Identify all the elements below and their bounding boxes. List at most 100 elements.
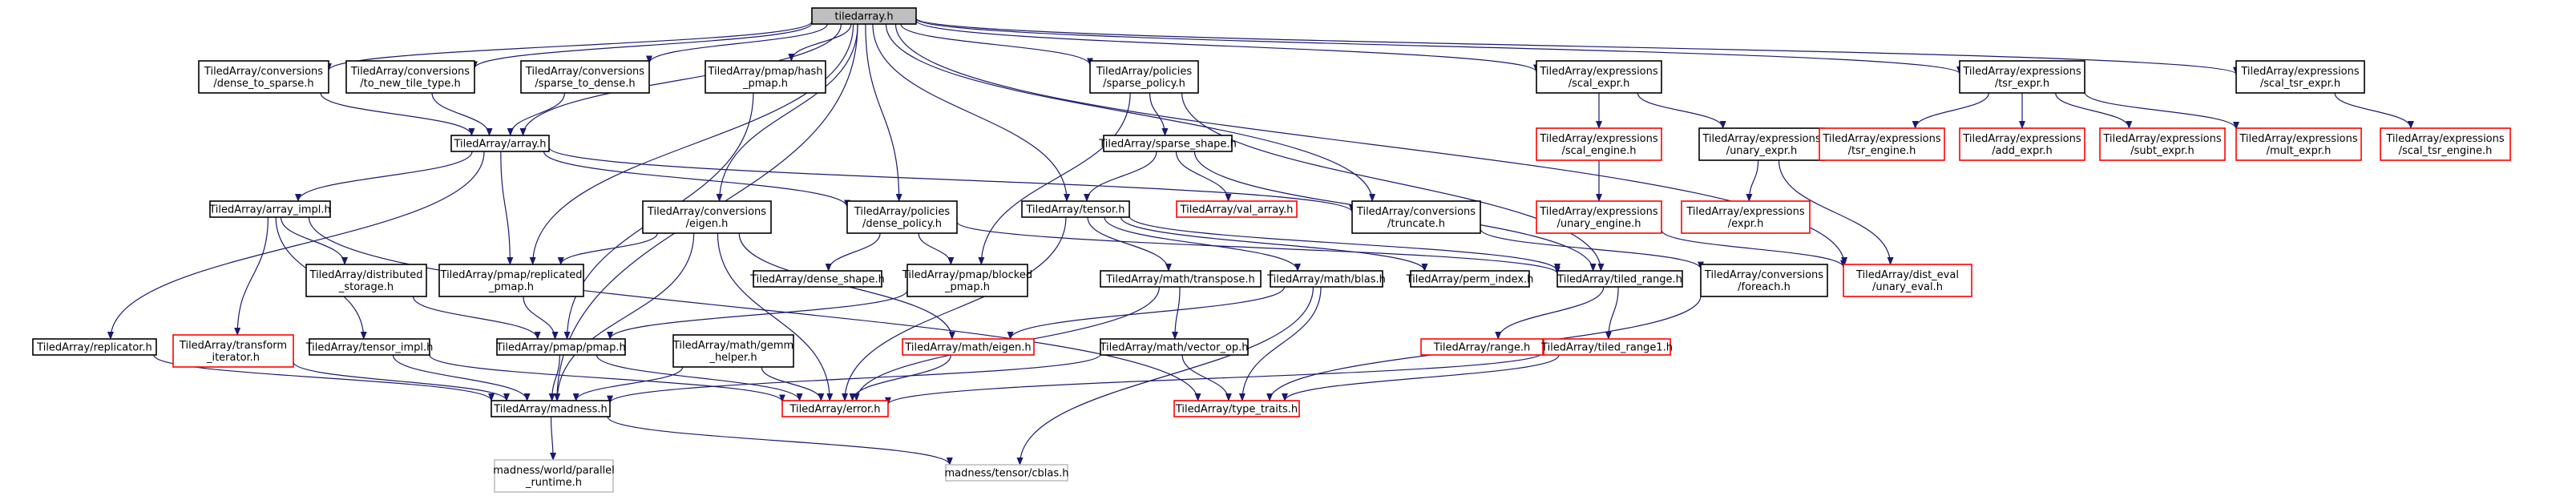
node-label-line: /scal_tsr_engine.h bbox=[2399, 145, 2493, 157]
node-label-line: TiledArray/error.h bbox=[789, 404, 880, 416]
node-box bbox=[2235, 127, 2362, 161]
node-box bbox=[450, 135, 550, 152]
edge-root-to-hash_pmap bbox=[788, 23, 852, 62]
node-label-line: TiledArray/math/transpose.h bbox=[1105, 274, 1255, 286]
node-world_parallel: madness/world/parallel_runtime.h bbox=[493, 459, 615, 493]
node-label-line: TiledArray/perm_index.h bbox=[1406, 274, 1534, 286]
edge-math_blas-to-math_eigen bbox=[1007, 286, 1286, 340]
node-tiled_range1[interactable]: TiledArray/tiled_range1.h bbox=[1540, 338, 1673, 356]
node-conv_foreach[interactable]: TiledArray/conversions/foreach.h bbox=[1700, 264, 1828, 297]
node-box bbox=[705, 60, 826, 94]
node-unary_engine[interactable]: TiledArray/expressions/unary_engine.h bbox=[1536, 200, 1662, 234]
node-unary_expr[interactable]: TiledArray/expressions/unary_expr.h bbox=[1698, 127, 1825, 161]
node-perm_index[interactable]: TiledArray/perm_index.h bbox=[1406, 270, 1534, 288]
edge-madness-to-cblas bbox=[607, 416, 953, 466]
node-repl_pmap[interactable]: TiledArray/pmap/replicated_pmap.h bbox=[438, 264, 584, 297]
node-label-line: TiledArray/math/eigen.h bbox=[904, 342, 1031, 354]
node-conv_d2s[interactable]: TiledArray/conversions/dense_to_sparse.h bbox=[198, 60, 329, 94]
node-label-line: TiledArray/type_traits.h bbox=[1175, 404, 1298, 416]
edge-conv_d2s-to-array bbox=[320, 92, 475, 136]
node-scal_expr[interactable]: TiledArray/expressions/scal_expr.h bbox=[1536, 60, 1662, 94]
node-box bbox=[1100, 338, 1249, 356]
node-hash_pmap[interactable]: TiledArray/pmap/hash_pmap.h bbox=[705, 60, 826, 94]
node-scal_tsr_engine[interactable]: TiledArray/expressions/scal_tsr_engine.h bbox=[2380, 127, 2511, 161]
node-blocked_pmap[interactable]: TiledArray/pmap/blocked_pmap.h bbox=[902, 264, 1032, 297]
node-tiled_range[interactable]: TiledArray/tiled_range.h bbox=[1557, 270, 1683, 288]
node-box bbox=[209, 200, 331, 218]
node-box bbox=[1089, 60, 1199, 94]
node-label-line: TiledArray/policies bbox=[1096, 66, 1193, 78]
node-box bbox=[198, 60, 329, 94]
node-conv_truncate[interactable]: TiledArray/conversions/truncate.h bbox=[1351, 200, 1481, 234]
node-add_expr[interactable]: TiledArray/expressions/add_expr.h bbox=[1959, 127, 2085, 161]
edge-array_impl-to-type_traits bbox=[308, 216, 1201, 401]
edge-math_transpose-to-vector_op bbox=[1171, 286, 1181, 340]
edge-scal_expr-to-unary_expr bbox=[1637, 92, 1726, 129]
node-dist_eval[interactable]: TiledArray/dist_eval/unary_eval.h bbox=[1843, 264, 1972, 297]
node-label-line: /scal_expr.h bbox=[1569, 78, 1630, 90]
node-label-line: /truncate.h bbox=[1387, 218, 1445, 230]
node-tsr_expr[interactable]: TiledArray/expressions/tsr_expr.h bbox=[1959, 60, 2085, 94]
node-error[interactable]: TiledArray/error.h bbox=[781, 400, 889, 417]
node-box bbox=[305, 264, 427, 297]
node-label-line: /tsr_engine.h bbox=[1848, 145, 1916, 157]
edge-unary_expr-to-dist_eval bbox=[1778, 159, 1894, 265]
node-math_blas[interactable]: TiledArray/math/blas.h bbox=[1266, 270, 1386, 288]
edge-tsr_expr-to-tsr_engine bbox=[1912, 92, 1989, 129]
edge-gemm_helper-to-error bbox=[761, 366, 825, 401]
node-replicator[interactable]: TiledArray/replicator.h bbox=[32, 338, 157, 356]
node-conv_eigen[interactable]: TiledArray/conversions/eigen.h bbox=[642, 200, 772, 234]
node-label-line: TiledArray/expressions bbox=[2239, 133, 2358, 145]
node-box bbox=[32, 338, 157, 356]
edge-root-to-tensor bbox=[872, 23, 1071, 202]
node-math_transpose[interactable]: TiledArray/math/transpose.h bbox=[1100, 270, 1262, 288]
node-box bbox=[1173, 400, 1300, 417]
node-tensor[interactable]: TiledArray/tensor.h bbox=[1021, 200, 1130, 218]
node-label-line: /dense_policy.h bbox=[862, 218, 942, 230]
edge-array-to-repl_pmap bbox=[500, 151, 514, 265]
node-gemm_helper[interactable]: TiledArray/math/gemm_helper.h bbox=[672, 334, 794, 368]
node-dense_shape[interactable]: TiledArray/dense_shape.h bbox=[749, 270, 885, 288]
node-pmap[interactable]: TiledArray/pmap/pmap.h bbox=[495, 338, 626, 356]
edge-pmap-to-error bbox=[596, 354, 803, 401]
node-scal_tsr_expr[interactable]: TiledArray/expressions/scal_tsr_expr.h bbox=[2235, 60, 2365, 94]
node-array[interactable]: TiledArray/array.h bbox=[450, 135, 550, 152]
node-dense_policy[interactable]: TiledArray/policies/dense_policy.h bbox=[846, 200, 958, 234]
node-dist_storage[interactable]: TiledArray/distributed_storage.h bbox=[305, 264, 427, 297]
node-label-line: TiledArray/math/gemm bbox=[672, 340, 793, 352]
node-val_array[interactable]: TiledArray/val_array.h bbox=[1176, 200, 1298, 218]
node-transform_iter[interactable]: TiledArray/transform_iterator.h bbox=[172, 334, 294, 368]
node-root: tiledarray.h bbox=[811, 7, 917, 25]
node-type_traits[interactable]: TiledArray/type_traits.h bbox=[1173, 400, 1300, 417]
edge-scal_tsr_expr-to-scal_tsr_engine bbox=[2334, 92, 2414, 129]
edge-tensor_impl-to-madness bbox=[392, 354, 531, 401]
node-madness[interactable]: TiledArray/madness.h bbox=[491, 400, 611, 417]
node-subt_expr[interactable]: TiledArray/expressions/subt_expr.h bbox=[2099, 127, 2226, 161]
node-label-line: /foreach.h bbox=[1738, 281, 1791, 293]
node-array_impl[interactable]: TiledArray/array_impl.h bbox=[208, 200, 331, 218]
node-conv_s2d[interactable]: TiledArray/conversions/sparse_to_dense.h bbox=[520, 60, 650, 94]
edge-root-to-scal_expr bbox=[915, 19, 1540, 73]
node-expr_h[interactable]: TiledArray/expressions/expr.h bbox=[1681, 200, 1811, 234]
node-sparse_shape[interactable]: TiledArray/sparse_shape.h bbox=[1098, 135, 1237, 152]
edge-sparse_policy-to-blocked_pmap bbox=[978, 92, 1131, 265]
node-box bbox=[345, 60, 475, 94]
node-label-line: TiledArray/pmap/blocked bbox=[902, 269, 1032, 281]
node-conv_nt[interactable]: TiledArray/conversions/to_new_tile_type.… bbox=[345, 60, 475, 94]
node-tsr_engine[interactable]: TiledArray/expressions/tsr_engine.h bbox=[1819, 127, 1945, 161]
edge-root-to-conv_truncate bbox=[885, 23, 1376, 202]
node-mult_expr[interactable]: TiledArray/expressions/mult_expr.h bbox=[2235, 127, 2362, 161]
node-math_eigen[interactable]: TiledArray/math/eigen.h bbox=[902, 338, 1035, 356]
node-scal_engine[interactable]: TiledArray/expressions/scal_engine.h bbox=[1536, 127, 1662, 161]
node-range[interactable]: TiledArray/range.h bbox=[1420, 338, 1544, 356]
node-label-line: _pmap.h bbox=[742, 78, 788, 90]
node-label-line: TiledArray/expressions bbox=[1702, 133, 1821, 145]
node-sparse_policy[interactable]: TiledArray/policies/sparse_policy.h bbox=[1089, 60, 1199, 94]
edge-vector_op-to-madness bbox=[607, 353, 1101, 404]
node-tensor_impl[interactable]: TiledArray/tensor_impl.h bbox=[305, 338, 434, 356]
node-label-line: _storage.h bbox=[338, 281, 394, 293]
node-label-line: _helper.h bbox=[709, 352, 757, 364]
node-box bbox=[1543, 338, 1671, 356]
node-vector_op[interactable]: TiledArray/math/vector_op.h bbox=[1099, 338, 1249, 356]
node-box bbox=[1021, 200, 1130, 218]
